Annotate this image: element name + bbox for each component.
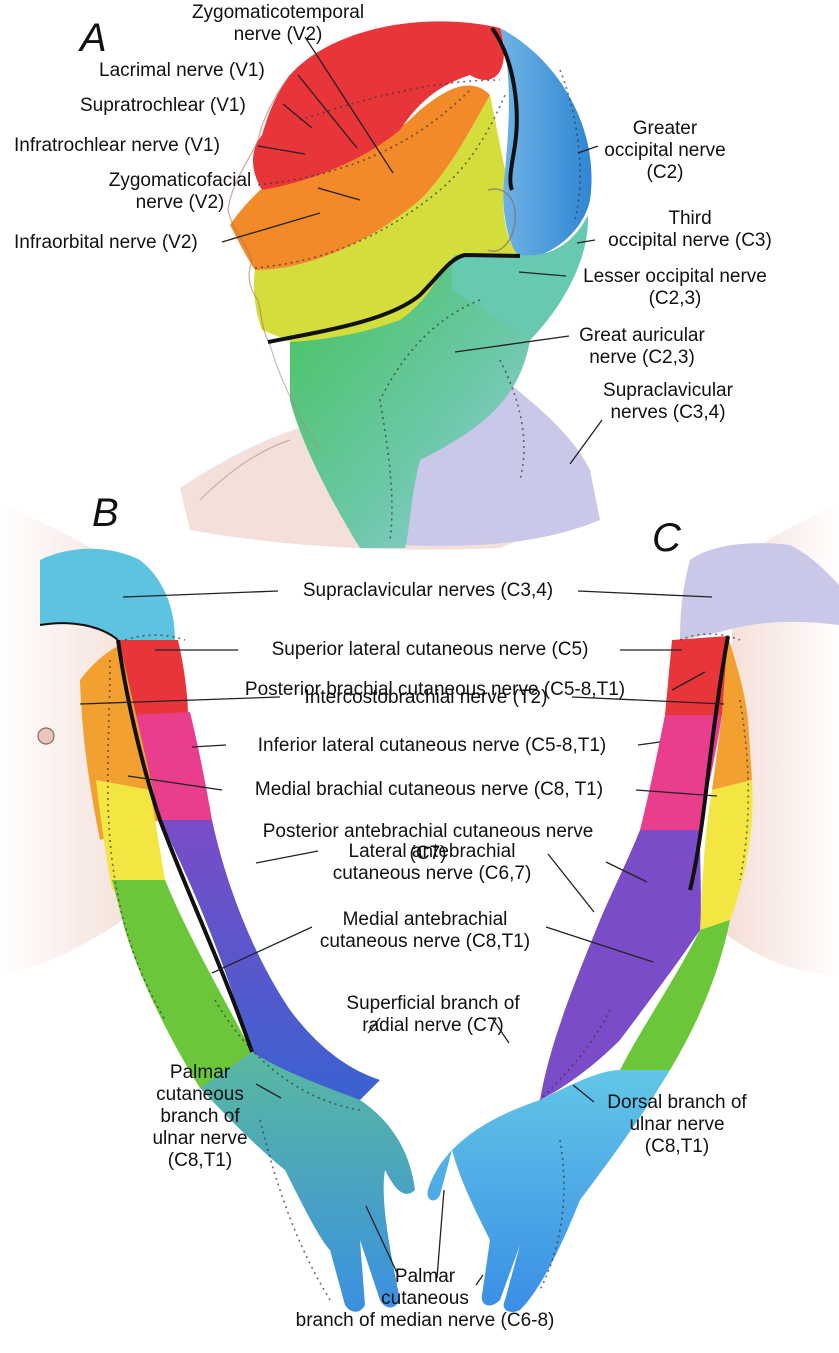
arm-c-posterior-antebrachial-region (540, 830, 701, 1100)
label-lesser-occipital: Lesser occipital nerve (C2,3) (560, 266, 790, 310)
label-supraclavicular-head-line1: Supraclavicular (598, 380, 738, 402)
label-zygomaticofacial-line1: Zygomaticofacial (45, 170, 315, 192)
label-palmar-ulnar-line1: Palmar (140, 1062, 260, 1084)
label-palmar-median: Palmar cutaneous branch of median nerve … (260, 1266, 590, 1332)
label-dorsal-ulnar-line1: Dorsal branch of (592, 1092, 762, 1114)
label-superior-lateral: Superior lateral cutaneous nerve (C5) (240, 639, 620, 661)
label-zygomaticotemporal-line1: Zygomaticotemporal (148, 2, 408, 24)
label-dorsal-ulnar-line2: ulnar nerve (592, 1114, 762, 1136)
label-infratrochlear: Infratrochlear nerve (V1) (14, 135, 220, 157)
label-greater-occipital-line2: occipital nerve (590, 140, 740, 162)
label-palmar-median-line1: Palmar (260, 1266, 590, 1288)
label-dorsal-ulnar-line3: (C8,T1) (592, 1136, 762, 1158)
label-supraclavicular-head-line2: nerves (C3,4) (598, 402, 738, 424)
label-superficial-radial-line2: radial nerve (C7) (323, 1015, 543, 1037)
label-lateral-antebrachial: Lateral antebrachial cutaneous nerve (C6… (312, 841, 552, 885)
label-greater-occipital: Greater occipital nerve (C2) (590, 118, 740, 184)
label-zygomaticofacial: Zygomaticofacial nerve (V2) (45, 170, 315, 214)
label-posterior-antebrachial-line1: Posterior antebrachial cutaneous nerve (228, 821, 628, 843)
label-great-auricular-line1: Great auricular (562, 325, 722, 347)
label-infraorbital: Infraorbital nerve (V2) (14, 232, 198, 254)
label-palmar-median-line2: cutaneous (260, 1288, 590, 1310)
label-medial-antebrachial: Medial antebrachial cutaneous nerve (C8,… (300, 909, 550, 953)
label-zygomaticotemporal: Zygomaticotemporal nerve (V2) (148, 2, 408, 46)
label-greater-occipital-line1: Greater (590, 118, 740, 140)
label-zygomaticotemporal-line2: nerve (V2) (148, 24, 408, 46)
label-palmar-ulnar: Palmar cutaneous branch of ulnar nerve (… (140, 1062, 260, 1172)
label-superficial-radial: Superficial branch of radial nerve (C7) (323, 993, 543, 1037)
label-intercostobrachial: Intercostobrachial nerve (T2) (280, 687, 572, 709)
label-great-auricular: Great auricular nerve (C2,3) (562, 325, 722, 369)
label-supraclavicular-head: Supraclavicular nerves (C3,4) (598, 380, 738, 424)
label-medial-antebrachial-line2: cutaneous nerve (C8,T1) (300, 931, 550, 953)
label-great-auricular-line2: nerve (C2,3) (562, 347, 722, 369)
label-supraclavicular-arm: Supraclavicular nerves (C3,4) (278, 580, 578, 602)
label-lacrimal: Lacrimal nerve (V1) (99, 60, 265, 82)
label-palmar-ulnar-line2: cutaneous (140, 1084, 260, 1106)
label-third-occipital-line1: Third (590, 208, 790, 230)
label-superficial-radial-line1: Superficial branch of (323, 993, 543, 1015)
nipple (38, 728, 54, 744)
panel-label-b: B (92, 493, 119, 533)
label-inferior-lateral: Inferior lateral cutaneous nerve (C5-8,T… (226, 735, 638, 757)
label-palmar-median-line3: branch of median nerve (C6-8) (260, 1310, 590, 1332)
label-medial-brachial: Medial brachial cutaneous nerve (C8, T1) (222, 779, 636, 801)
label-medial-antebrachial-line1: Medial antebrachial (300, 909, 550, 931)
label-palmar-ulnar-line4: ulnar nerve (140, 1128, 260, 1150)
label-dorsal-ulnar: Dorsal branch of ulnar nerve (C8,T1) (592, 1092, 762, 1158)
label-palmar-ulnar-line5: (C8,T1) (140, 1150, 260, 1172)
panel-label-c: C (652, 518, 681, 558)
label-lesser-occipital-line2: (C2,3) (560, 288, 790, 310)
label-zygomaticofacial-line2: nerve (V2) (45, 192, 315, 214)
label-lesser-occipital-line1: Lesser occipital nerve (560, 266, 790, 288)
label-third-occipital: Third occipital nerve (C3) (590, 208, 790, 252)
label-supratrochlear: Supratrochlear (V1) (80, 95, 246, 117)
label-lateral-antebrachial-line1: Lateral antebrachial (312, 841, 552, 863)
label-third-occipital-line2: occipital nerve (C3) (590, 230, 790, 252)
label-palmar-ulnar-line3: branch of (140, 1106, 260, 1128)
label-lateral-antebrachial-line2: cutaneous nerve (C6,7) (312, 863, 552, 885)
label-greater-occipital-line3: (C2) (590, 162, 740, 184)
panel-label-a: A (80, 18, 107, 58)
